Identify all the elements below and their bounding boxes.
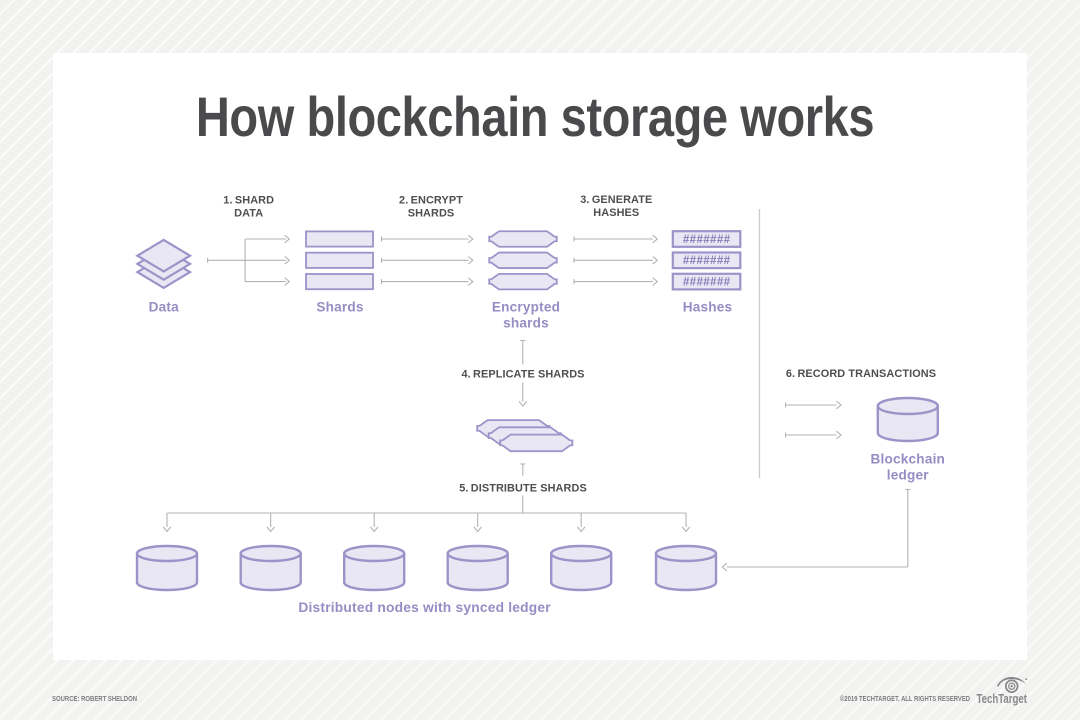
svg-text:HASHES: HASHES bbox=[593, 207, 639, 219]
svg-text:3. GENERATE: 3. GENERATE bbox=[580, 194, 652, 206]
svg-text:#######: ####### bbox=[683, 234, 731, 246]
svg-text:2. ENCRYPT: 2. ENCRYPT bbox=[399, 195, 463, 207]
svg-text:TechTarget: TechTarget bbox=[977, 691, 1028, 706]
svg-text:Distributed nodes with synced: Distributed nodes with synced ledger bbox=[298, 600, 551, 615]
svg-text:©2019 TECHTARGET. ALL RIGHTS R: ©2019 TECHTARGET. ALL RIGHTS RESERVED bbox=[840, 695, 970, 703]
svg-text:ledger: ledger bbox=[887, 468, 930, 483]
svg-text:4. REPLICATE SHARDS: 4. REPLICATE SHARDS bbox=[461, 369, 584, 381]
svg-text:Hashes: Hashes bbox=[683, 300, 733, 315]
svg-text:SOURCE: ROBERT SHELDON: SOURCE: ROBERT SHELDON bbox=[52, 696, 137, 703]
svg-text:shards: shards bbox=[503, 316, 549, 331]
svg-text:SHARDS: SHARDS bbox=[408, 208, 455, 220]
svg-text:Blockchain: Blockchain bbox=[871, 452, 946, 467]
svg-text:#######: ####### bbox=[683, 277, 731, 289]
svg-text:Encrypted: Encrypted bbox=[492, 300, 560, 315]
svg-text:5. DISTRIBUTE SHARDS: 5. DISTRIBUTE SHARDS bbox=[459, 483, 587, 495]
svg-text:DATA: DATA bbox=[234, 208, 263, 220]
svg-text:Data: Data bbox=[149, 300, 180, 315]
svg-text:#######: ####### bbox=[683, 255, 731, 267]
svg-text:1. SHARD: 1. SHARD bbox=[223, 195, 274, 207]
svg-text:6. RECORD TRANSACTIONS: 6. RECORD TRANSACTIONS bbox=[786, 368, 936, 380]
svg-text:Shards: Shards bbox=[316, 300, 363, 315]
